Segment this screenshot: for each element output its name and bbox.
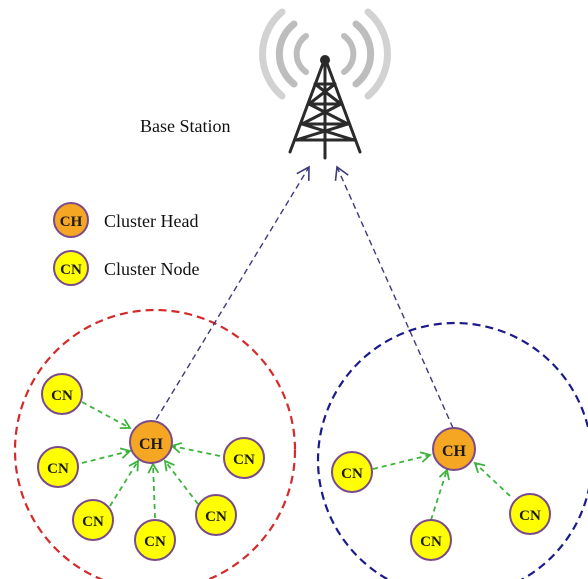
cluster-node: CN — [134, 519, 176, 561]
member-arrow — [430, 468, 450, 521]
svg-text:CN: CN — [47, 461, 69, 477]
cluster-node: CN — [72, 499, 114, 541]
legend-cluster-head-marker — [53, 202, 89, 238]
legend: CH Cluster Head CN Cluster Node — [53, 202, 199, 286]
cluster-node: CN — [223, 437, 265, 479]
cluster-node: CN — [37, 446, 79, 488]
cluster-node: CN — [410, 519, 452, 561]
member-arrow — [372, 451, 432, 470]
svg-text:CN: CN — [519, 508, 541, 524]
cluster-node: CN — [195, 494, 237, 536]
member-arrow — [81, 447, 132, 464]
base-station-label: Base Station — [140, 116, 231, 136]
svg-text:CH: CH — [442, 443, 467, 460]
right-cluster-boundary — [316, 321, 588, 579]
cluster-node: CN — [41, 373, 83, 415]
member-arrow — [109, 459, 139, 507]
svg-text:CN: CN — [341, 466, 363, 482]
svg-text:CN: CN — [144, 534, 166, 550]
member-arrow — [147, 462, 160, 519]
svg-text:CN: CN — [233, 452, 255, 468]
svg-text:CN: CN — [420, 534, 442, 550]
radio-tower-icon — [259, 8, 391, 160]
svg-text:CN: CN — [51, 388, 73, 404]
cluster-node: CN — [509, 493, 551, 535]
uplink-arrow-right — [334, 165, 454, 429]
legend-cluster-node-marker — [53, 250, 89, 286]
cluster-head-left: CH — [129, 420, 173, 464]
svg-text:CN: CN — [205, 509, 227, 525]
svg-text:CH: CH — [139, 436, 164, 453]
legend-cluster-node-abbr: CN — [60, 262, 82, 278]
uplink-arrow-left — [150, 165, 310, 429]
legend-cluster-node-label: Cluster Node — [104, 259, 199, 279]
member-arrow — [163, 459, 199, 505]
cluster-node: CN — [331, 451, 373, 493]
left-cluster-boundary — [13, 308, 297, 579]
member-arrow — [170, 442, 221, 457]
member-arrow — [473, 461, 511, 497]
legend-cluster-head-label: Cluster Head — [104, 211, 198, 231]
member-arrow — [81, 401, 132, 430]
svg-text:CN: CN — [82, 514, 104, 530]
legend-cluster-head-abbr: CH — [60, 214, 83, 230]
cluster-head-right: CH — [432, 427, 476, 471]
